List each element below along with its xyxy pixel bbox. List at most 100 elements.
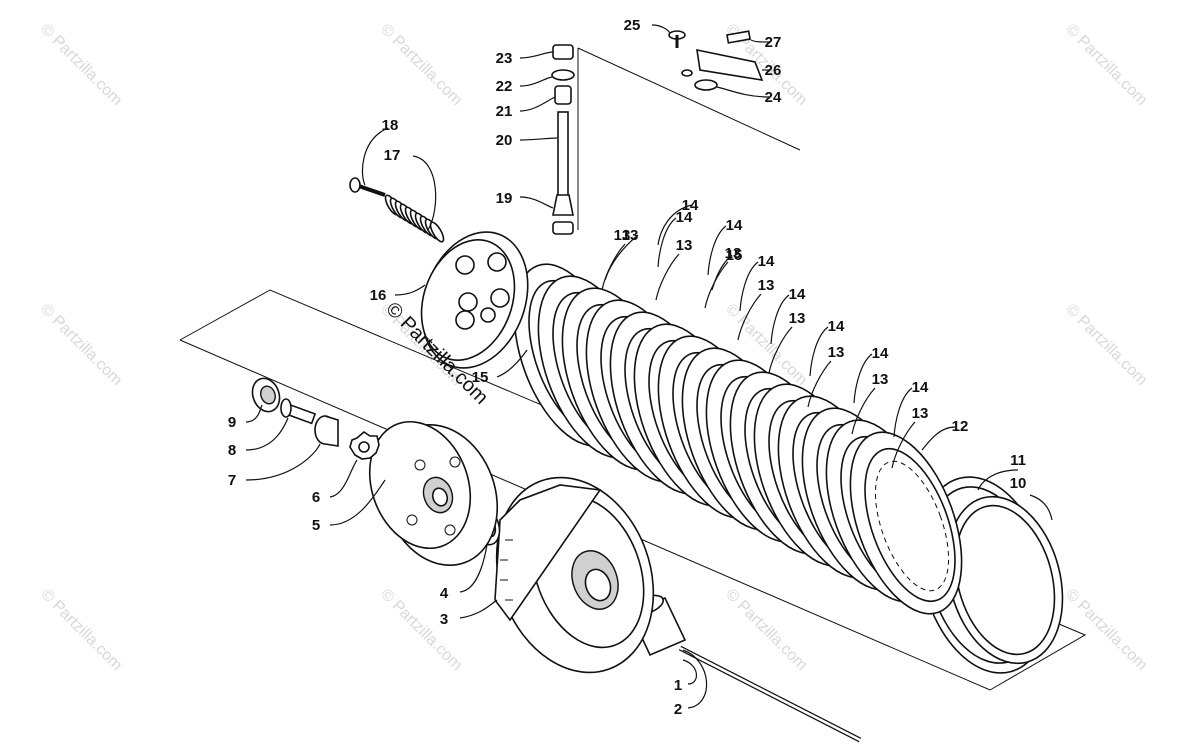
leader-line bbox=[768, 326, 793, 374]
leader-line bbox=[807, 360, 832, 408]
callout-label-14: 14 bbox=[726, 217, 743, 234]
leader-line bbox=[655, 253, 680, 301]
leader-line bbox=[496, 349, 528, 378]
callout-label: 5 bbox=[312, 517, 320, 534]
clutch-basket bbox=[494, 476, 655, 674]
callout-label-13: 13 bbox=[676, 237, 693, 254]
callout-label-13: 13 bbox=[912, 405, 929, 422]
leader-line bbox=[851, 387, 876, 435]
leader-line bbox=[716, 86, 771, 98]
lifter-bolt bbox=[280, 398, 317, 425]
leader-line bbox=[704, 261, 729, 309]
leader-line bbox=[519, 96, 556, 112]
callout-label-14: 14 bbox=[758, 253, 775, 270]
callout-label: 13 bbox=[614, 227, 631, 244]
callout-label: 25 bbox=[624, 17, 641, 34]
callout-label-13: 13 bbox=[725, 245, 742, 262]
watermark-text: © Partzilla.com bbox=[1062, 21, 1150, 109]
callout-label-13: 13 bbox=[622, 227, 639, 244]
callout-label-13: 13 bbox=[789, 310, 806, 327]
leader-line bbox=[519, 196, 554, 209]
leader-line bbox=[394, 284, 426, 296]
callout-label: 16 bbox=[370, 287, 387, 304]
leader-line bbox=[245, 404, 263, 423]
callout-label: 7 bbox=[228, 472, 236, 489]
callout-label: 9 bbox=[228, 414, 236, 431]
callout-label-14: 14 bbox=[828, 318, 845, 335]
clutch-plate bbox=[849, 431, 963, 615]
leader-line bbox=[657, 204, 693, 246]
watermark-text: © Partzilla.com bbox=[37, 21, 125, 109]
watermark-text: © Partzilla.com bbox=[377, 586, 465, 674]
leader-line bbox=[245, 443, 321, 481]
leader-line bbox=[459, 544, 488, 593]
callout-label: 24 bbox=[765, 89, 782, 106]
callout-label-13: 13 bbox=[758, 277, 775, 294]
lock-washer bbox=[349, 430, 380, 460]
callout-label: 27 bbox=[765, 34, 782, 51]
watermark-text: © Partzilla.com bbox=[722, 586, 810, 674]
leader-line bbox=[921, 426, 956, 451]
callout-label: 19 bbox=[496, 190, 513, 207]
callout-label: 14 bbox=[682, 197, 699, 214]
callout-label-13: 13 bbox=[872, 371, 889, 388]
leader-line bbox=[1029, 494, 1053, 521]
callout-label: 1 bbox=[674, 677, 682, 694]
leader-line bbox=[682, 649, 708, 709]
callout-label-14: 14 bbox=[872, 345, 889, 362]
hub-nut bbox=[314, 415, 339, 447]
callout-label: 21 bbox=[496, 103, 513, 120]
callout-label: 15 bbox=[472, 369, 489, 386]
assembly-frame bbox=[179, 47, 1087, 691]
watermark-text: © Partzilla.com bbox=[377, 21, 465, 109]
leader-lines bbox=[245, 24, 1053, 709]
watermark-text: © Partzilla.com bbox=[37, 586, 125, 674]
leader-line bbox=[750, 39, 771, 43]
leader-line bbox=[412, 155, 437, 231]
callout-label: 26 bbox=[765, 62, 782, 79]
bearing bbox=[251, 377, 281, 413]
release-shaft-stack bbox=[551, 44, 575, 235]
callout-labels: 1234567891011121314151617181920212223242… bbox=[228, 17, 1027, 718]
leader-line bbox=[601, 243, 626, 291]
leader-line bbox=[977, 469, 1019, 491]
spring-and-bolt bbox=[349, 177, 445, 243]
callout-label: 8 bbox=[228, 442, 236, 459]
callout-label: 11 bbox=[1010, 452, 1026, 469]
leader-line bbox=[245, 417, 289, 451]
watermark-text: © Partzilla.com bbox=[37, 301, 125, 389]
leader-line bbox=[770, 294, 790, 345]
release-lever bbox=[668, 30, 764, 91]
leader-line bbox=[809, 326, 829, 377]
callout-label-14: 14 bbox=[789, 286, 806, 303]
callout-label-13: 13 bbox=[828, 344, 845, 361]
leader-line bbox=[707, 225, 727, 276]
leader-line bbox=[651, 24, 671, 34]
leader-line bbox=[519, 137, 558, 141]
damper-rings bbox=[918, 476, 1064, 674]
callout-label: 2 bbox=[674, 701, 682, 718]
leader-line bbox=[893, 387, 913, 438]
callout-label: 22 bbox=[496, 78, 513, 95]
callout-label: 12 bbox=[952, 418, 969, 435]
leader-line bbox=[329, 479, 386, 526]
clutch-plate-stack bbox=[513, 263, 963, 615]
callout-label: 4 bbox=[440, 585, 449, 602]
leader-line bbox=[891, 421, 916, 469]
leader-line bbox=[519, 51, 554, 59]
watermark-text: © Partzilla.com bbox=[1062, 586, 1150, 674]
pressure-plate bbox=[420, 231, 529, 369]
leader-line bbox=[853, 353, 873, 404]
leader-line bbox=[657, 217, 677, 268]
callout-label: 23 bbox=[496, 50, 513, 67]
callout-label: 10 bbox=[1010, 475, 1027, 492]
leader-line bbox=[682, 659, 697, 685]
leader-line bbox=[459, 599, 498, 619]
leader-line bbox=[739, 261, 759, 312]
callout-label: 20 bbox=[496, 132, 513, 149]
watermark-text: © Partzilla.com bbox=[1062, 301, 1150, 389]
callout-label: 15 bbox=[726, 247, 743, 264]
callout-label: 3 bbox=[440, 611, 448, 628]
leader-line bbox=[361, 127, 389, 186]
